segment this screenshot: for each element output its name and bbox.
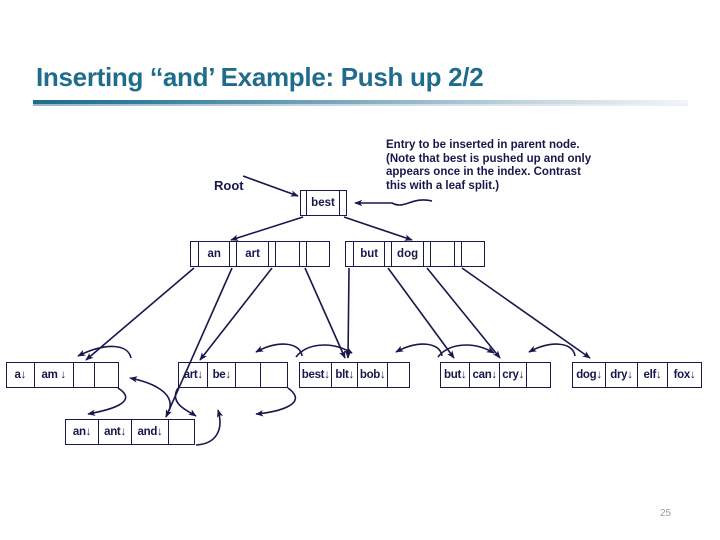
leaf-5-entry-0: dog↓ [573,363,606,387]
link-leaf-4-fwd [437,344,495,358]
leaf-node-3: best↓ blt↓ bob↓ [299,362,410,388]
internal-right-key-3 [462,242,484,266]
leaf-node-5: dog↓ dry↓ elf↓ fox↓ [572,362,702,388]
leaf-2-entry-1: be↓ [208,363,236,387]
leaf-5-entry-3: fox↓ [673,369,696,381]
link-leaf-6-to-leaf-2 [129,376,171,412]
internal-left-key-2 [276,242,301,266]
leaf-node-1: a↓ am ↓ [6,362,119,388]
insert-pointer-arrow [242,175,299,197]
leaf-node-2: art↓ be↓ [178,362,288,388]
link-leaf-3-back [255,343,303,357]
root-key-cell-0: best [307,191,340,215]
note-pointer-arrow [354,199,433,207]
leaf-2-entry-2 [236,363,262,387]
internal-right-pointer-2 [424,242,431,266]
internal-left-pointer-3 [300,242,308,266]
leaf-1-entry-0: a↓ [7,363,35,387]
leaf-3-entry-0: best↓ [300,363,333,387]
internal-left-pointer-1 [230,242,238,266]
internal-right-key-2 [431,242,456,266]
link-leaf-5-back [528,343,576,357]
edge-internal-right-to-leaf-4b [426,267,501,359]
edge-internal-left-to-leaf-1 [85,267,195,361]
edge-internal-right-to-leaf-5 [461,267,591,359]
internal-left-pointer-0 [191,242,199,266]
internal-node-right: but dog [345,241,485,267]
internal-right-pointer-3 [455,242,463,266]
internal-node-left: an art [190,241,330,267]
leaf-3-entry-1: blt↓ [332,363,358,387]
title-divider-shadow [33,104,688,106]
leaf-6-entry-2: and↓ [132,420,169,444]
internal-right-key-0: but [354,242,386,266]
edge-internal-left-to-leaf-6 [165,267,233,418]
internal-right-pointer-0 [346,242,354,266]
annotation-note-line-3: appears once in the index. Contrast [386,166,581,179]
edge-root-to-internal-right [343,216,413,241]
link-leaf-6-to-leaf-2-up [195,409,224,446]
page-title: Inserting ‘‘and’ Example: Push up 2/2 [36,62,484,92]
leaf-2-entry-3 [261,363,287,387]
leaf-1-entry-2 [74,363,96,387]
page-number: 25 [660,508,672,519]
leaf-5-entry-2: elf↓ [638,363,668,387]
link-leaf-6-back-to-leaf-1 [77,345,132,359]
annotation-note-line-1: Entry to be inserted in parent node. [386,139,580,151]
leaf-node-6: an↓ ant↓ and↓ [65,419,195,445]
link-leaf-2-down [174,387,197,417]
annotation-note-line-4: this with a leaf split.) [386,179,500,192]
root-pointer-cell-0 [301,191,307,215]
internal-right-key-1: dog [392,242,424,266]
edge-internal-left-to-leaf-2 [199,267,273,361]
leaf-node-4: but↓ can↓ cry↓ [440,362,551,388]
edge-internal-right-to-leaf-4 [387,267,455,359]
leaf-5-entry-1: dry↓ [606,363,638,387]
leaf-4-entry-3 [527,363,550,387]
root-node: best [300,190,347,216]
leaf-4-entry-0: but↓ [441,363,471,387]
title-divider [33,100,688,104]
internal-left-pointer-2 [269,242,276,266]
internal-left-key-3 [307,242,329,266]
leaf-4-entry-2: cry↓ [500,363,528,387]
leaf-1-entry-1: am ↓ [35,363,74,387]
leaf-6-entry-3 [169,420,194,444]
annotation-note: Entry to be inserted in parent node. (No… [386,139,656,193]
leaf-3-entry-2: bob↓ [358,363,389,387]
internal-left-key-1: art [237,242,269,266]
leaf-6-entry-0: an↓ [66,420,99,444]
edge-internal-left-to-leaf-3 [304,267,346,359]
internal-left-key-0: an [199,242,231,266]
edge-internal-right-to-leaf-3 [344,267,352,359]
root-label: Root [214,178,244,193]
edge-root-to-internal-left [230,216,304,241]
link-leaf-2-to-leaf-3 [255,387,297,417]
leaf-2-entry-0: art↓ [179,363,209,387]
root-pointer-cell-1 [340,191,346,215]
link-leaf-3-fwd [295,344,353,358]
leaf-3-entry-3 [388,363,409,387]
leaf-4-entry-1: can↓ [470,363,500,387]
link-leaf-1-to-leaf-6 [87,387,127,416]
link-leaf-4-back [395,343,443,357]
leaf-1-entry-3 [95,363,118,387]
internal-right-pointer-1 [385,242,393,266]
leaf-6-entry-1: ant↓ [99,420,132,444]
annotation-note-line-2: (Note that best is pushed up and only [386,152,592,165]
